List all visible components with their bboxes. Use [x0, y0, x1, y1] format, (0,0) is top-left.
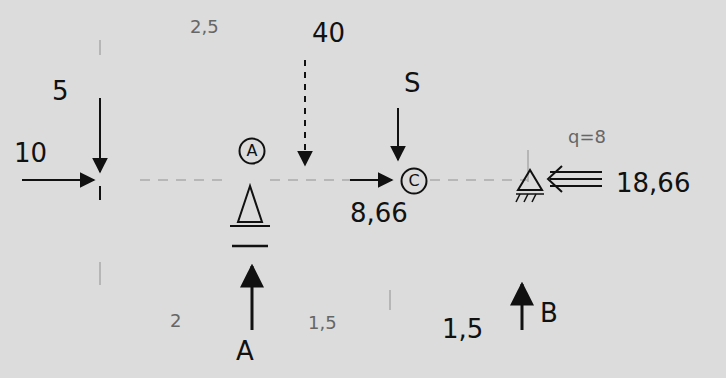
load-value: 10: [14, 140, 47, 166]
joint-circle: C: [400, 167, 428, 195]
dimension-label: 1,5: [442, 316, 483, 342]
dimension-label: 2,5: [190, 18, 219, 36]
load-value: 40: [312, 20, 345, 46]
force-value: 8,66: [350, 200, 408, 226]
joint-letter: A: [247, 143, 258, 159]
dimension-label: 2: [170, 312, 181, 330]
reaction-label: B: [540, 300, 558, 326]
reaction-label: A: [236, 338, 254, 364]
dimension-label: 1,5: [308, 314, 337, 332]
load-value: S: [404, 70, 421, 96]
load-intensity: q=8: [568, 128, 606, 146]
joint-letter: C: [408, 173, 419, 189]
force-value: 18,66: [616, 170, 690, 196]
joint-circle: A: [238, 137, 266, 165]
load-value: 5: [52, 78, 69, 104]
